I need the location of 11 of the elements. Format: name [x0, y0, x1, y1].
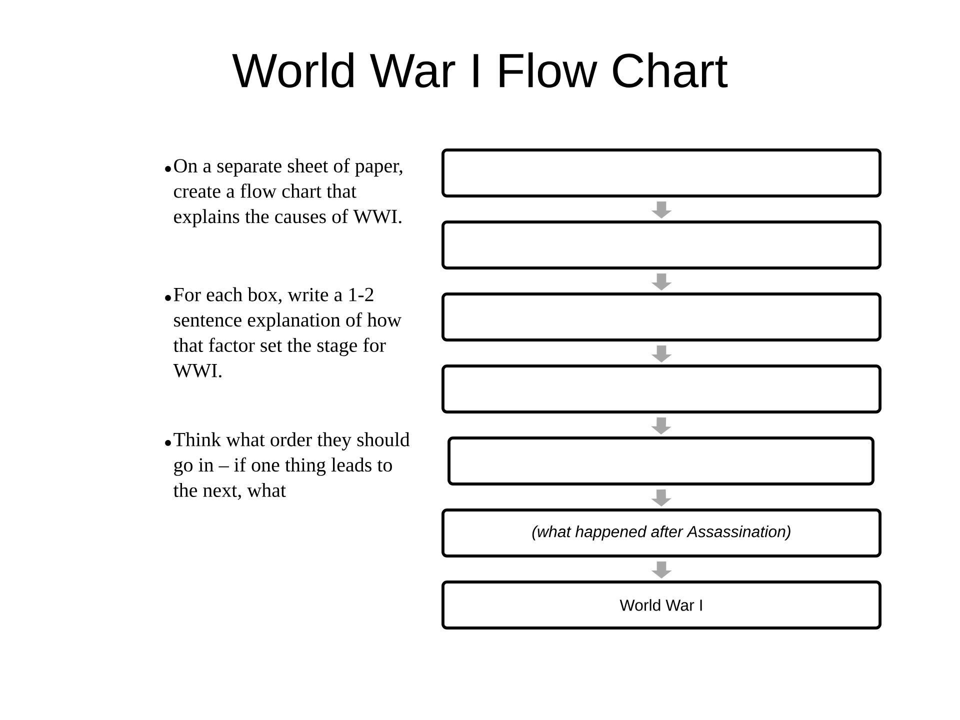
- bullet-text: Think what order they should go in – if one thing leads to the next, what: [173, 432, 410, 500]
- empty-box: [442, 292, 882, 342]
- empty-box: [442, 220, 882, 270]
- empty-box: [442, 364, 882, 414]
- bullet-text: On a separate sheet of paper, create a flow chart that explains the causes of WWI.: [174, 158, 402, 228]
- process-box: (what happened after Assassination): [442, 508, 882, 558]
- process-box: World War I: [442, 580, 882, 630]
- bullet-text: For each box, write a 1-2 sentence explanation of how that factor set the stage for WWI.: [173, 287, 402, 378]
- empty-box: [448, 436, 874, 486]
- title: World War I Flow Chart: [232, 52, 728, 88]
- empty-box: [442, 148, 882, 198]
